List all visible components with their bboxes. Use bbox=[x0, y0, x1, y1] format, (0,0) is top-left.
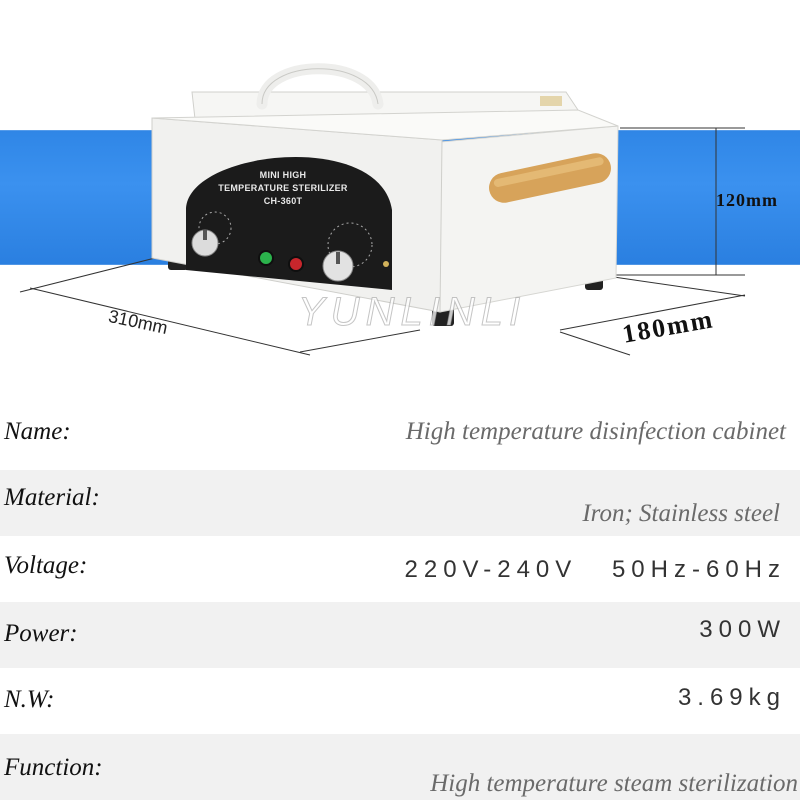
spec-value: High temperature steam sterilization bbox=[430, 770, 798, 797]
panel-label-model: CH-360T bbox=[263, 196, 303, 206]
spec-value: 3.69kg bbox=[677, 684, 786, 711]
spec-value: 300W bbox=[699, 616, 786, 643]
top-edge bbox=[151, 109, 619, 141]
panel-label-line2: TEMPERATURE STERILIZER bbox=[218, 183, 348, 193]
lid-sticker bbox=[540, 96, 562, 106]
temperature-knob[interactable] bbox=[322, 250, 354, 282]
spec-row-net-weight: N.W: 3.69kg bbox=[0, 668, 800, 734]
temperature-dial-scale bbox=[327, 222, 373, 268]
spec-row-power: Power: 300W bbox=[0, 602, 800, 668]
spec-label: Voltage: bbox=[4, 552, 88, 579]
height-dimension-label: 120mm bbox=[716, 190, 778, 210]
power-indicator-green bbox=[258, 250, 274, 266]
spec-row-material: Material: Iron; Stainless steel bbox=[0, 470, 800, 536]
spec-label: N.W: bbox=[4, 686, 55, 713]
spec-value: 220V-240V 50Hz-60Hz bbox=[404, 556, 786, 583]
spec-label: Power: bbox=[4, 620, 78, 647]
spec-label: Name: bbox=[4, 418, 71, 445]
panel-label-line1: MINI HIGH bbox=[259, 170, 307, 180]
spec-label: Material: bbox=[4, 484, 100, 511]
brand-watermark: YUNLINLI bbox=[297, 290, 527, 335]
heat-indicator-red bbox=[288, 256, 304, 272]
spec-label: Function: bbox=[4, 754, 103, 781]
spec-value: Iron; Stainless steel bbox=[582, 500, 780, 527]
spec-row-name: Name: High temperature disinfection cabi… bbox=[0, 404, 800, 470]
spec-row-function: Function: High temperature steam sterili… bbox=[0, 734, 800, 800]
dimension-lines bbox=[19, 127, 746, 356]
product-photo: MINI HIGH TEMPERATURE STERILIZER CH-360T… bbox=[0, 63, 800, 356]
sterilizer-illustration bbox=[19, 63, 746, 356]
timer-dial-scale bbox=[198, 211, 232, 245]
spec-table: Name: High temperature disinfection cabi… bbox=[0, 404, 800, 800]
spec-row-voltage: Voltage: 220V-240V 50Hz-60Hz bbox=[0, 536, 800, 602]
spec-value: High temperature disinfection cabinet bbox=[405, 418, 786, 445]
